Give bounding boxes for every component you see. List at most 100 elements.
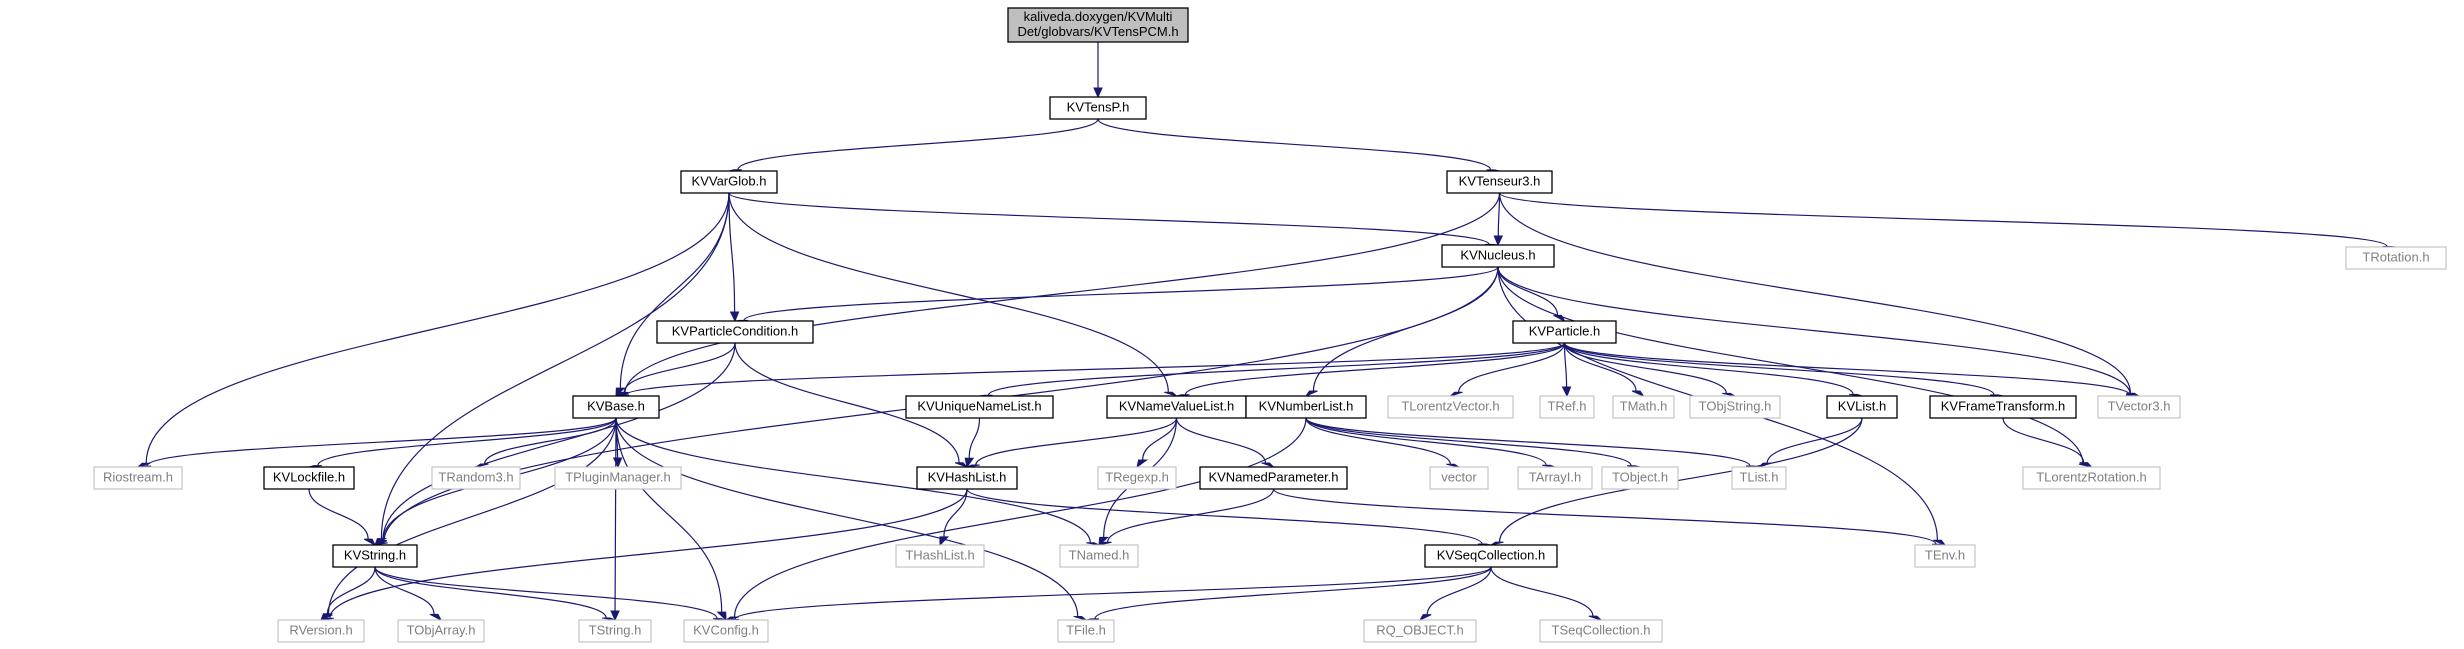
node-kvlist[interactable]: KVList.h [1826,395,1898,419]
node-box [554,466,682,490]
node-box [1057,619,1115,643]
node-tref: TRef.h [1539,395,1595,419]
edge-KVParticle-to-TVector3 [1563,342,2131,396]
node-kvnamedparameter[interactable]: KVNamedParameter.h [1199,466,1348,490]
node-box [895,544,985,568]
edge-KVParticle-to-TLorentzVector [1458,342,1566,393]
node-tvector3: TVector3.h [2097,395,2181,419]
edge-KVTenseur3-to-TRotation [1498,192,2388,247]
arrowhead-KVNumberList-to-vector [1446,463,1460,468]
arrowhead-KVParticleCondition-to-KVBase [615,391,629,397]
node-tstring: TString.h [578,619,652,643]
node-thashlist: THashList.h [895,544,985,568]
node-label: TPluginManager.h [565,469,671,484]
node-label: KVSeqCollection.h [1437,547,1545,562]
node-kvframetransform[interactable]: KVFrameTransform.h [1929,395,2077,419]
node-label: RQ_OBJECT.h [1376,622,1463,637]
edge-KVNucleus-to-KVParticleCondition [743,266,1499,321]
node-box [332,544,418,568]
node-box [1539,395,1595,419]
edge-KVList-to-TList [1766,417,1863,464]
node-box [1245,395,1367,419]
node-kvnumberlist[interactable]: KVNumberList.h [1245,395,1367,419]
node-tmath: TMath.h [1612,395,1675,419]
edge-KVBase-to-KVConfig [615,417,723,613]
node-label: KVLockfile.h [273,469,345,484]
arrowhead-root-to-KVTensP [1093,87,1103,99]
edge-KVParticleCondition-to-KVHashList [734,342,960,463]
node-kvstring[interactable]: KVString.h [332,544,418,568]
node-kvtenseur3[interactable]: KVTenseur3.h [1446,170,1553,194]
node-tfile: TFile.h [1057,619,1115,643]
node-tobjarray: TObjArray.h [397,619,485,643]
edge-KVNumberList-to-KVConfig [733,417,1307,618]
node-kvnamevaluelist[interactable]: KVNameValueList.h [1106,395,1247,419]
arrowhead-KVBase-to-TNamed [1086,542,1100,546]
edge-KVParticle-to-TObjString [1563,342,1728,394]
arrowhead-KVLockfile-to-KVString [363,538,377,547]
node-label: KVNameValueList.h [1119,398,1234,413]
arrowhead-KVVarGlob-to-Riostream [137,462,151,468]
edge-KVString-to-KVConfig [374,566,718,619]
edge-KVNamedParameter-to-TEnv [1272,488,1937,545]
node-box [431,466,521,490]
edge-KVNameValueList-to-KVNamedParameter [1175,417,1267,464]
edge-KVString-to-TString [374,566,607,619]
edge-KVNumberList-to-TList [1305,417,1751,467]
node-kvseqcollection[interactable]: KVSeqCollection.h [1424,544,1558,568]
node-kvlockfile[interactable]: KVLockfile.h [263,466,355,490]
arrowhead-KVNamedParameter-to-TNamed [1098,541,1112,546]
edge-KVNameValueList-to-TRegexp [1142,417,1178,461]
node-kvparticle[interactable]: KVParticle.h [1512,320,1617,344]
node-label: TRandom3.h [438,469,513,484]
node-label: KVBase.h [587,398,645,413]
arrowhead-KVBase-to-KVConfig [716,611,727,622]
node-label: KVTenseur3.h [1459,173,1541,188]
arrowhead-KVParticleCondition-to-KVHashList [954,462,968,468]
node-label: KVTensP.h [1067,99,1130,114]
arrowhead-KVString-to-TObjArray [429,613,443,622]
arrowhead-KVParticle-to-TLorentzVector [1450,391,1463,397]
node-root[interactable]: kaliveda.doxygen/KVMultiDet/globvars/KVT… [1007,7,1189,43]
node-kvnucleus[interactable]: KVNucleus.h [1441,244,1555,268]
arrowhead-KVSeqCollection-to-TSeqCollection [1588,615,1602,621]
node-box [1387,395,1514,419]
edge-KVVarGlob-to-KVString [380,192,730,539]
node-box [680,170,778,194]
arrowhead-KVVarGlob-to-KVNameValueList [1164,391,1177,397]
node-kvbase[interactable]: KVBase.h [572,395,660,419]
edge-KVBase-to-RVersion [327,417,617,615]
edge-KVParticle-to-TMath [1563,342,1637,392]
node-box [263,466,355,490]
edge-KVHashList-to-KVSeqCollection [966,488,1483,545]
node-tnamed: TNamed.h [1059,544,1139,568]
node-kvtensp[interactable]: KVTensP.h [1049,96,1147,120]
node-label: THashList.h [905,547,974,562]
node-label: KVVarGlob.h [692,173,767,188]
node-kvparticlecondition[interactable]: KVParticleCondition.h [656,320,814,344]
arrowhead-KVBase-to-KVLockfile [308,465,322,468]
node-box [572,395,660,419]
edge-KVList-to-KVSeqCollection [1498,417,1863,543]
edge-KVLockfile-to-KVString [308,488,369,540]
edge-KVBase-to-TFile [615,417,1079,617]
node-kvhashlist[interactable]: KVHashList.h [916,466,1018,490]
arrowhead-KVString-to-TString [602,617,616,621]
edge-KVParticle-to-KVList [1563,342,1854,395]
node-box [1446,170,1553,194]
arrowhead-KVBase-to-TString [610,610,620,622]
node-tlist: TList.h [1731,466,1787,490]
edge-KVString-to-TObjArray [374,566,435,615]
node-label: kaliveda.doxygen/KVMulti [1024,9,1173,24]
node-kvuniquenamelist[interactable]: KVUniqueNameList.h [905,395,1054,419]
arrowhead-KVParticle-to-KVList [1849,393,1863,397]
node-box [1539,619,1663,643]
node-label: vector [1441,469,1477,484]
node-box [1512,320,1617,344]
node-rversion: RVersion.h [277,619,365,643]
arrowhead-KVBase-to-TFile [1073,615,1087,621]
node-box [1689,395,1781,419]
arrowhead-KVString-to-RVersion [320,613,334,622]
node-riostream: Riostream.h [93,466,183,490]
node-kvvarglob[interactable]: KVVarGlob.h [680,170,778,194]
